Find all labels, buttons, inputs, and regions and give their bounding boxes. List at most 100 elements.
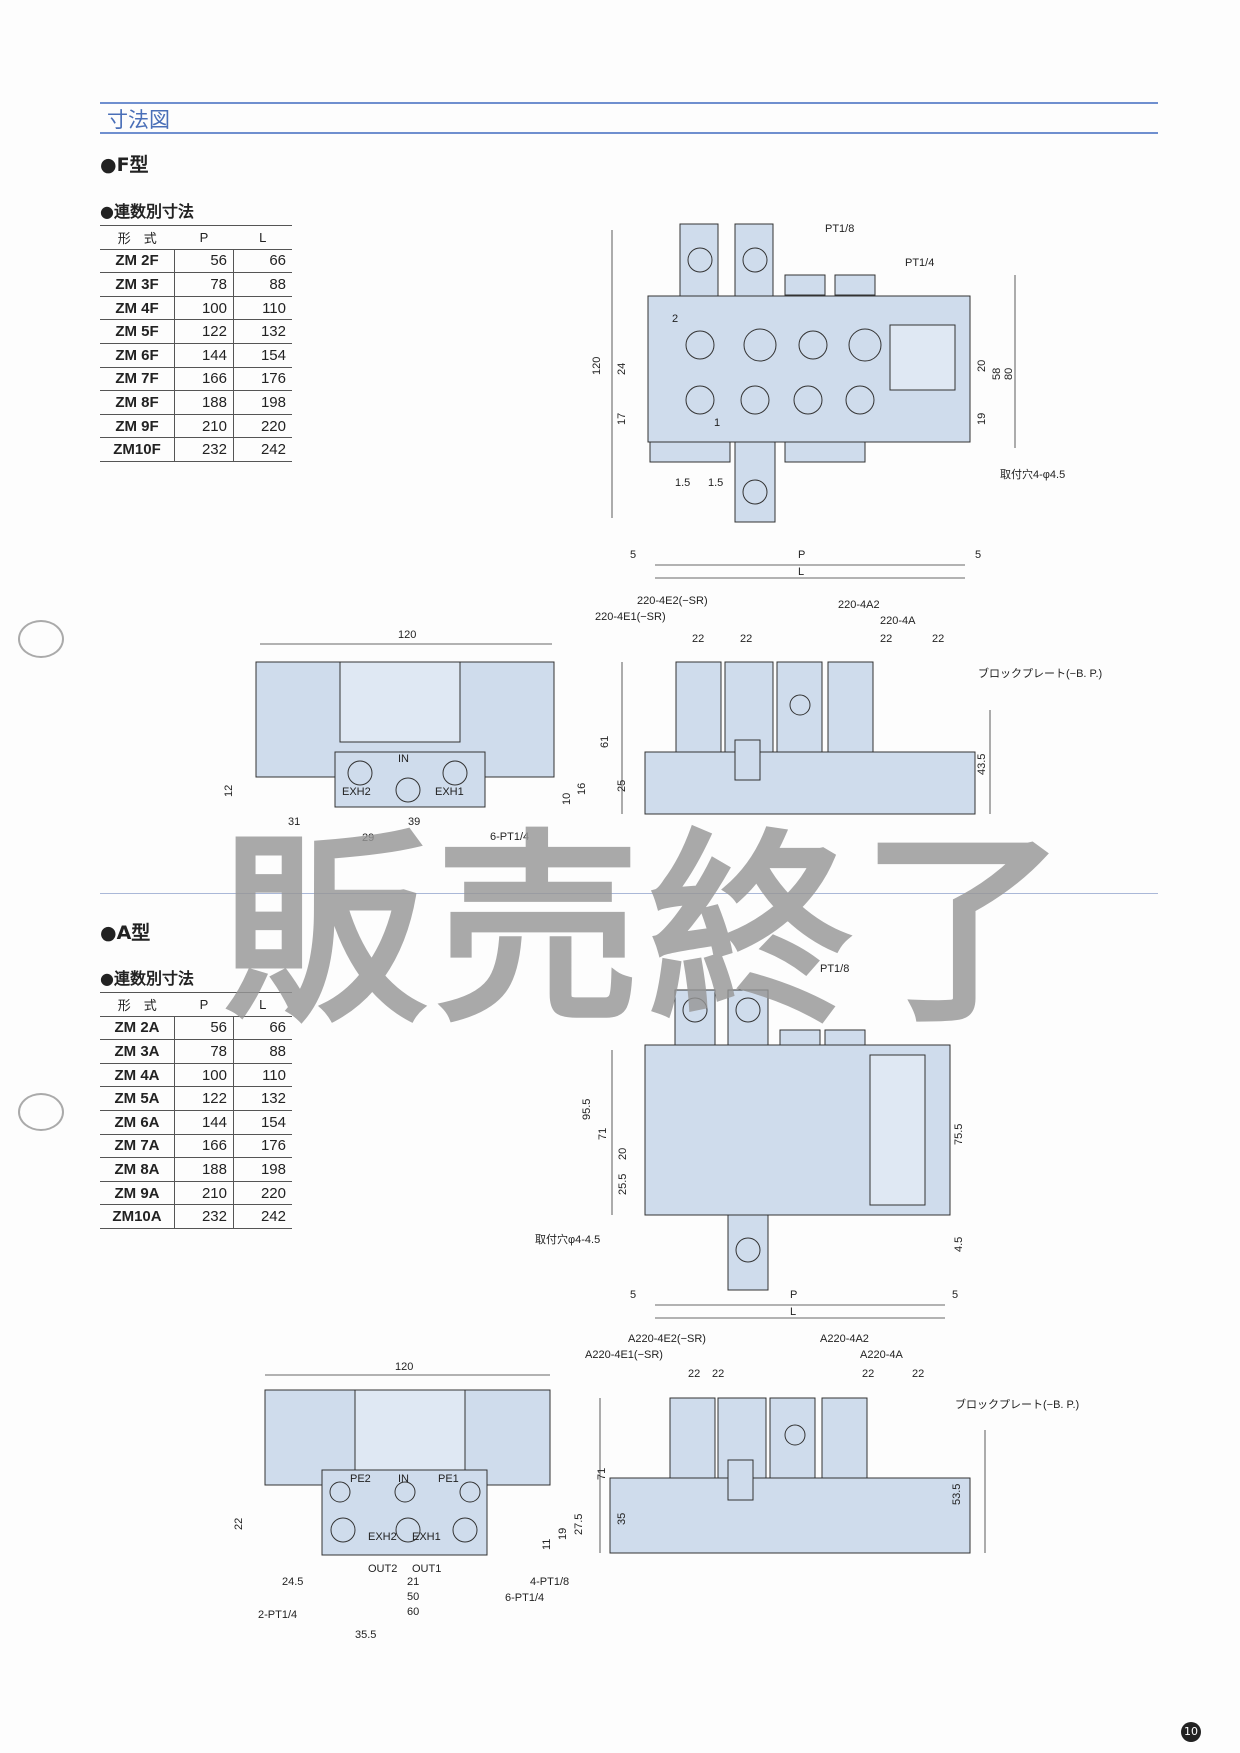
model-cell: ZM 6A: [100, 1109, 175, 1135]
col-l: L: [233, 225, 292, 250]
f-side-view-drawing: [255, 661, 555, 808]
model-cell: ZM 8F: [100, 390, 175, 415]
f-type-heading: ●F型: [100, 154, 149, 176]
dim-label: 58: [991, 368, 1003, 380]
dim-label: 22: [932, 633, 944, 645]
dim-label: 4.5: [953, 1237, 965, 1252]
dim-label: 22: [862, 1368, 874, 1380]
l-cell: 132: [233, 319, 292, 344]
l-cell: 220: [233, 1180, 292, 1205]
p-cell: 210: [174, 1180, 234, 1205]
dim-label: 220-4A: [880, 615, 916, 627]
model-cell: ZM 9A: [100, 1180, 175, 1205]
dim-label: 220-4E1(−SR): [595, 611, 666, 623]
f-front-view-drawing: [644, 661, 976, 815]
dim-label: 21: [407, 1576, 419, 1588]
p-cell: 166: [174, 1133, 234, 1158]
p-cell: 56: [174, 1015, 234, 1040]
model-cell: ZM 5F: [100, 319, 175, 344]
port-label: PE1: [438, 1473, 459, 1485]
title-rule-bottom: [100, 132, 1158, 134]
model-cell: ZM 6F: [100, 342, 175, 368]
p-cell: 122: [174, 319, 234, 344]
dim-label: 19: [557, 1528, 569, 1540]
dim-label: 20: [617, 1148, 629, 1160]
model-cell: ZM10A: [100, 1204, 175, 1229]
model-cell: ZM 3F: [100, 272, 175, 297]
dim-label: 39: [408, 816, 420, 828]
dim-label: A220-4A: [860, 1349, 903, 1361]
p-cell: 232: [174, 1204, 234, 1229]
dim-label: 71: [596, 1468, 608, 1480]
dim-label: 6-PT1/4: [490, 831, 529, 843]
port-label: 2: [672, 313, 678, 325]
dim-label: A220-4A2: [820, 1333, 869, 1345]
port-label: EXH1: [412, 1531, 441, 1543]
discontinued-watermark: 販売終了: [222, 813, 1074, 1051]
model-cell: ZM 2A: [100, 1015, 175, 1040]
dim-label: 25.5: [617, 1174, 629, 1195]
dim-label: 取付穴4-φ4.5: [1000, 467, 1065, 481]
port-label: PE2: [350, 1473, 371, 1485]
dim-label: 24.5: [282, 1576, 303, 1588]
l-cell: 66: [233, 1015, 292, 1040]
dim-label: 22: [740, 633, 752, 645]
dim-label: L: [798, 566, 804, 578]
dim-label: 31: [288, 816, 300, 828]
dim-label: 43.5: [976, 754, 988, 775]
l-cell: 88: [233, 272, 292, 297]
p-cell: 78: [174, 272, 234, 297]
dim-label: 19: [976, 413, 988, 425]
dim-label: 1.5: [675, 477, 690, 489]
dim-label: 1.5: [708, 477, 723, 489]
section-divider: [100, 893, 1158, 894]
port-label: EXH2: [342, 786, 371, 798]
dim-label: 12: [223, 785, 235, 797]
dim-label: 20: [976, 360, 988, 372]
model-cell: ZM 8A: [100, 1157, 175, 1182]
model-cell: ZM 2F: [100, 248, 175, 273]
dim-label: 22: [712, 1368, 724, 1380]
port-label: EXH2: [368, 1531, 397, 1543]
dim-label: 50: [407, 1591, 419, 1603]
l-cell: 242: [233, 1204, 292, 1229]
dim-label: ブロックプレート(−B. P.): [978, 666, 1102, 680]
dim-label: 17: [616, 413, 628, 425]
dim-label: 11: [541, 1539, 553, 1550]
dim-label: 5: [630, 1289, 636, 1301]
dim-label: 120: [591, 357, 603, 375]
l-cell: 198: [233, 390, 292, 415]
p-cell: 122: [174, 1086, 234, 1111]
dim-label: 16: [576, 783, 588, 795]
col-p: P: [174, 992, 234, 1017]
dim-label: P: [798, 549, 805, 561]
col-l: L: [233, 992, 292, 1017]
a-side-view-drawing: [264, 1389, 551, 1556]
p-cell: 56: [174, 248, 234, 273]
col-model: 形 式: [100, 225, 175, 250]
dim-label: P: [790, 1289, 797, 1301]
dim-label: 5: [975, 549, 981, 561]
model-cell: ZM10F: [100, 437, 175, 462]
dim-label: 29: [362, 832, 374, 844]
section-title: 寸法図: [107, 108, 170, 132]
a-table-heading: ●連数別寸法: [100, 969, 194, 988]
dim-label: 22: [233, 1518, 245, 1530]
model-cell: ZM 5A: [100, 1086, 175, 1111]
p-cell: 100: [174, 295, 234, 320]
port-label: OUT2: [368, 1563, 397, 1575]
l-cell: 110: [233, 1062, 292, 1087]
dim-label: 25: [616, 780, 628, 792]
a-top-view-drawing: [644, 989, 951, 1291]
dim-label: 6-PT1/4: [505, 1592, 544, 1604]
dim-label: 4-PT1/8: [530, 1576, 569, 1588]
